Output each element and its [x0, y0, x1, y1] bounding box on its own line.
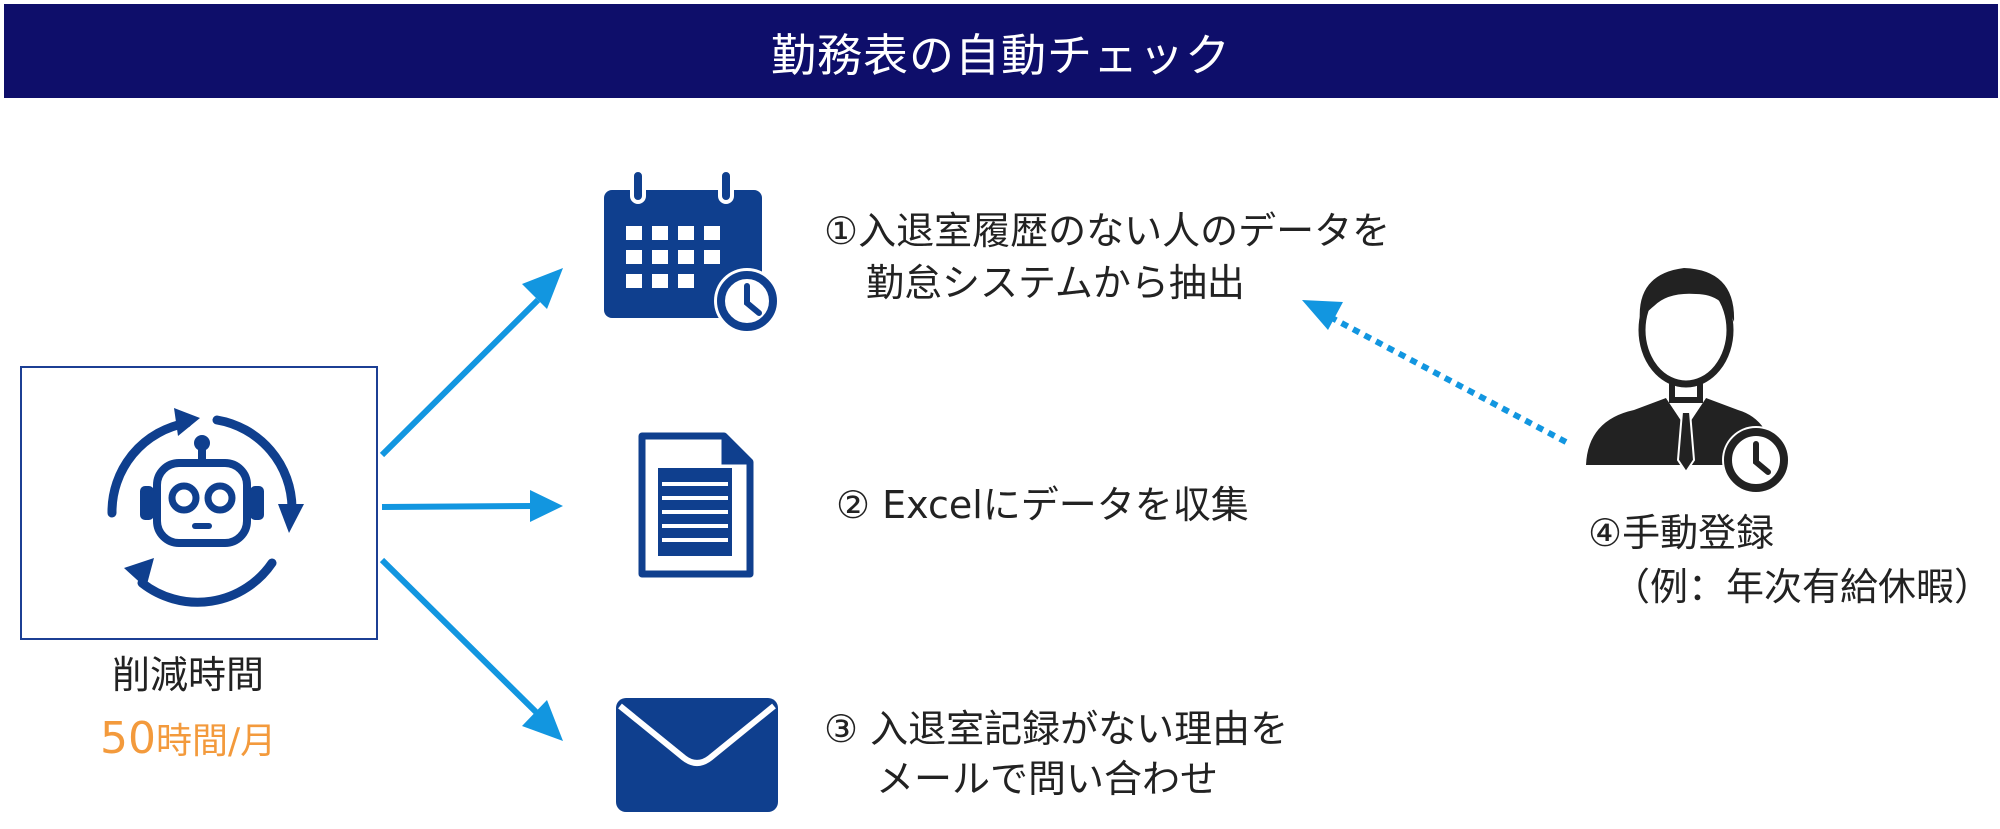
- document-icon: [638, 432, 754, 578]
- page-title: 勤務表の自動チェック: [770, 28, 1231, 82]
- saving-unit: 時間/月: [156, 721, 277, 762]
- step3-line2: メールで問い合わせ: [876, 757, 1219, 801]
- arrow-to-step3: [379, 557, 541, 717]
- arrow-head-step3: [522, 700, 563, 741]
- title-banner: 勤務表の自動チェック: [4, 4, 1998, 98]
- manual-line2: （例：年次有給休暇）: [1612, 565, 1993, 609]
- dotted-arrow-head: [1302, 300, 1343, 330]
- envelope-icon: [616, 698, 778, 812]
- step1-line1: ①入退室履歴のない人のデータを: [824, 209, 1391, 253]
- calendar-clock-icon: [604, 168, 780, 334]
- robot-automation-box: [20, 366, 378, 640]
- dotted-arrow-manual: [1330, 315, 1568, 445]
- saving-label: 削減時間: [112, 653, 265, 697]
- step2-label: ② Excelにデータを収集: [836, 483, 1249, 527]
- robot-cycle-icon: [107, 408, 304, 607]
- step3-line1: ③ 入退室記録がない理由を: [824, 707, 1289, 751]
- arrow-head-step2: [530, 490, 563, 522]
- saving-number: 50: [100, 713, 156, 764]
- arrow-to-step2: [381, 503, 536, 510]
- arrow-to-step1: [379, 297, 541, 458]
- step1-line2: 勤怠システムから抽出: [866, 261, 1245, 305]
- arrow-head-step1: [522, 268, 563, 309]
- manual-line1: ④手動登録: [1588, 511, 1775, 555]
- saving-value: 50時間/月: [100, 712, 276, 764]
- person-clock-icon: [1586, 268, 1790, 494]
